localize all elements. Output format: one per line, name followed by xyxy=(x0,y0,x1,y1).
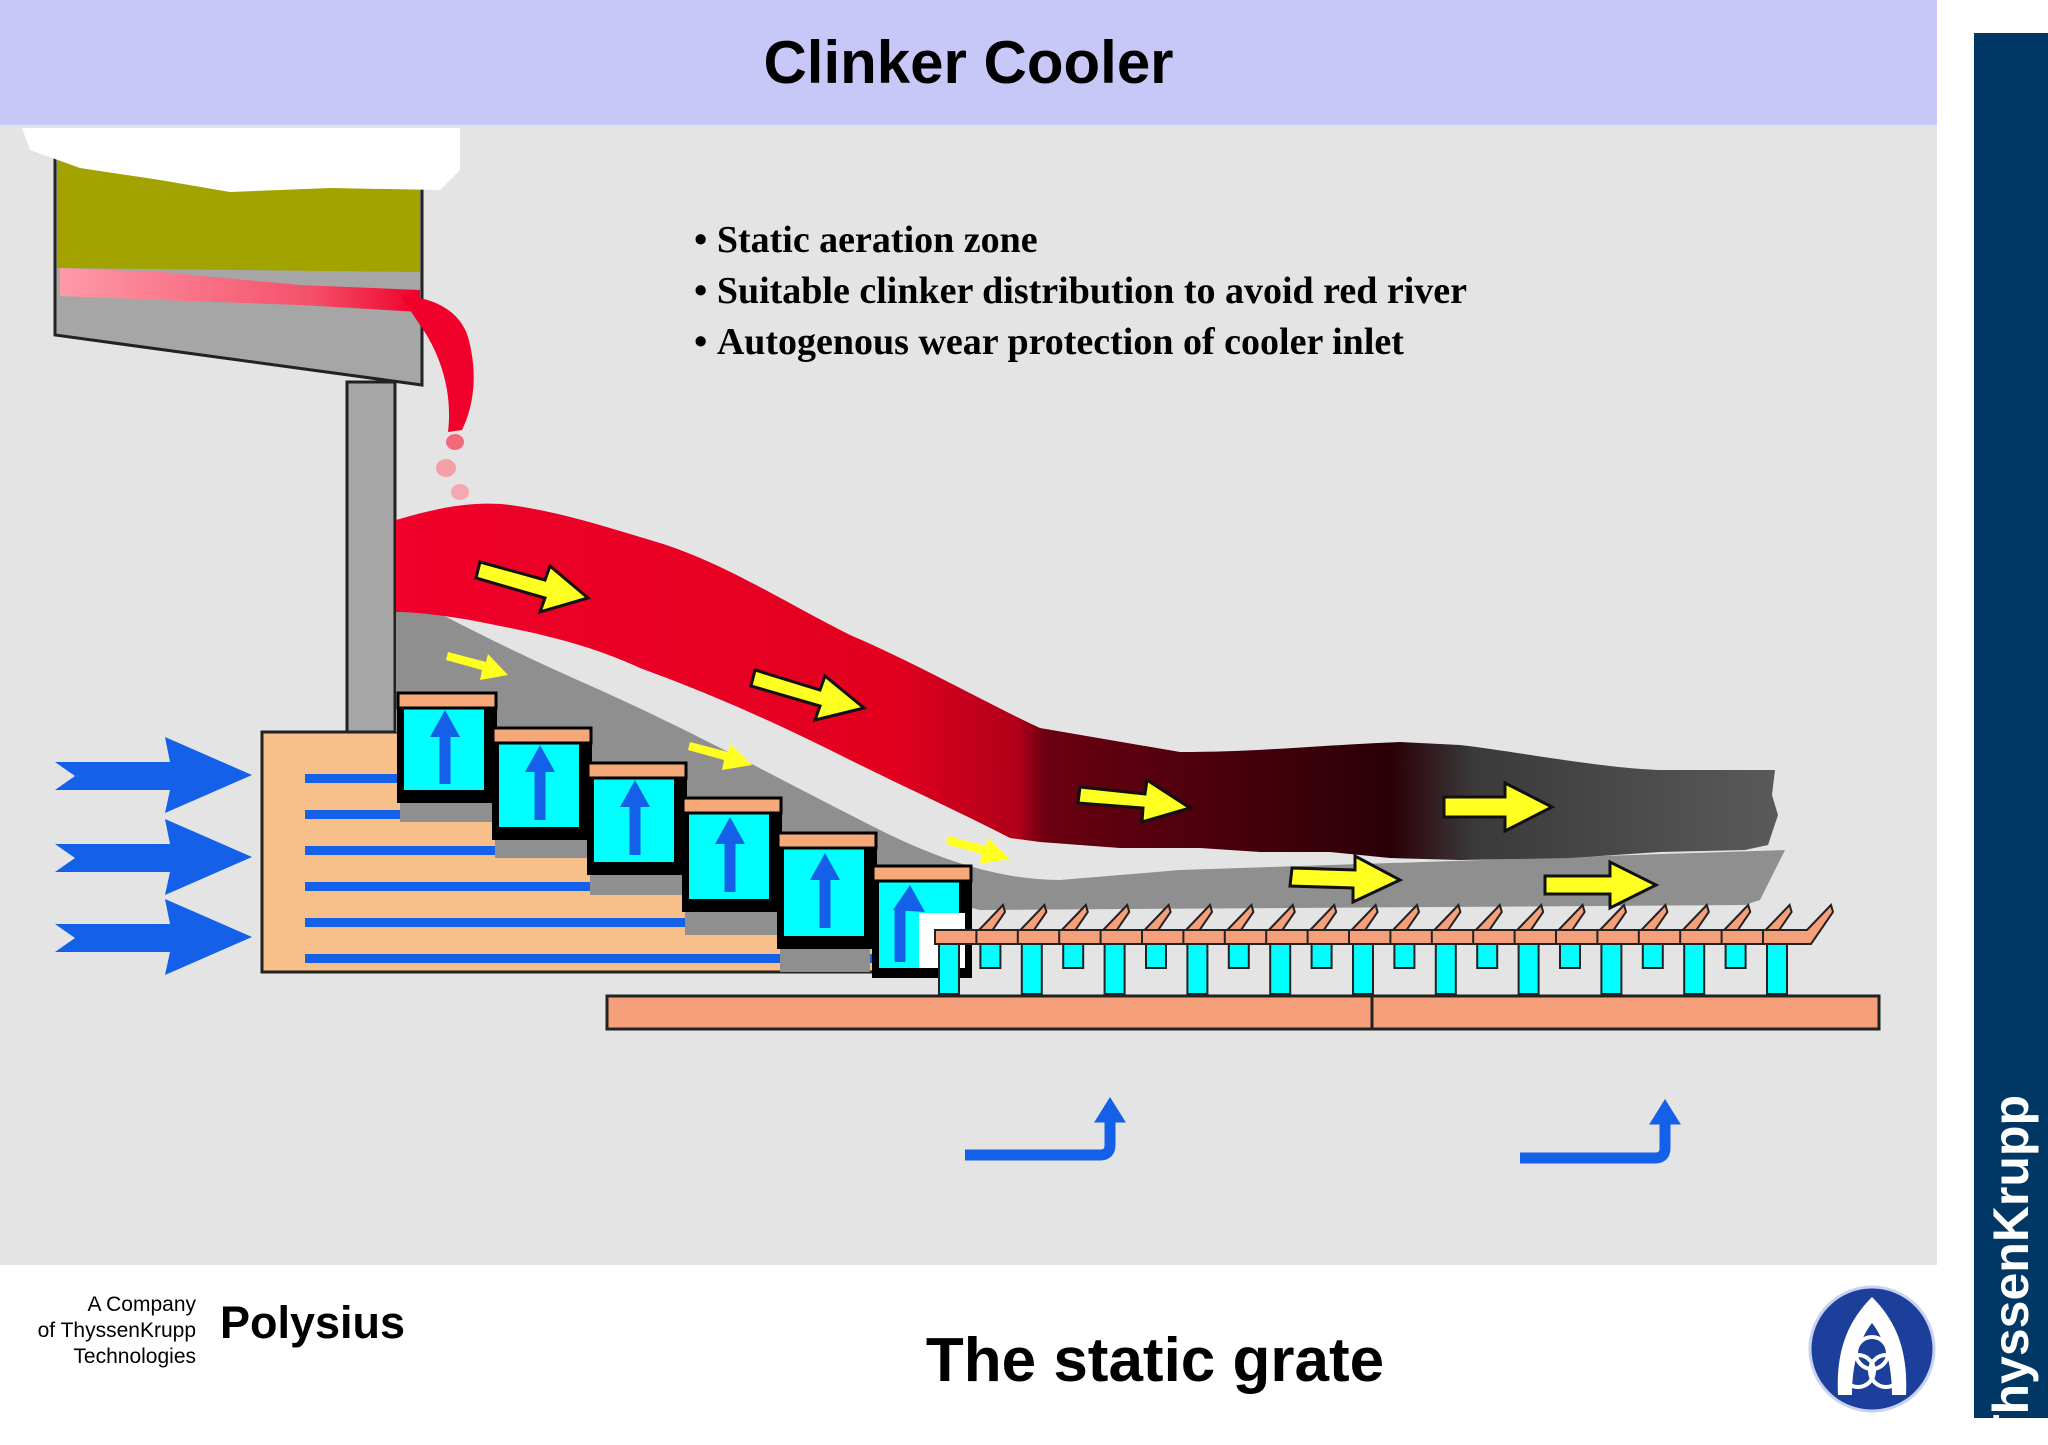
clinker-flow-arrow-icon xyxy=(446,652,508,680)
clinker-flow-arrow-icon xyxy=(1288,853,1404,905)
bullet-item: Static aeration zone xyxy=(694,215,1467,266)
bullet-item: Suitable clinker distribution to avoid r… xyxy=(694,266,1467,317)
side-brand-text: ThyssenKrupp xyxy=(1983,1094,2039,1445)
bottom-air-arrows xyxy=(965,1097,1681,1164)
clinker-flow-arrow-icon xyxy=(474,560,592,615)
aeration-blocks xyxy=(396,691,973,978)
falling-clinker xyxy=(400,295,474,500)
hot-clinker-bed xyxy=(396,503,1778,860)
company-line: A Company xyxy=(87,1293,196,1316)
page-title: Clinker Cooler xyxy=(763,29,1174,96)
brand-side-bar xyxy=(1974,33,2048,1418)
air-inlet-arrows xyxy=(55,737,252,975)
grate-plates xyxy=(934,903,1835,995)
company-line: of ThyssenKrupp xyxy=(37,1319,196,1342)
clinker-flow-arrows xyxy=(446,560,1660,911)
polysius-brand: Polysius xyxy=(220,1297,406,1348)
aeration-block xyxy=(491,726,593,840)
clinker-flow-arrow-icon xyxy=(1543,859,1660,911)
kiln-hot-lining xyxy=(60,268,420,312)
clinker-flow-arrow-icon xyxy=(1076,777,1194,825)
thyssenkrupp-logo-icon xyxy=(1808,1285,1936,1413)
air-inlet-arrow-icon xyxy=(55,819,252,895)
air-inlet-arrow-icon xyxy=(55,899,252,975)
grate-plate xyxy=(1762,903,1835,995)
clinker-flow-arrow-icon xyxy=(749,668,868,723)
feature-bullet-list: Static aeration zone Suitable clinker di… xyxy=(694,215,1467,368)
air-up-arrow-icon xyxy=(965,1120,1116,1161)
kiln-outlet xyxy=(22,128,460,387)
clinker-flow-arrow-icon xyxy=(1442,780,1556,834)
slide-subtitle: The static grate xyxy=(925,1326,1385,1395)
aeration-block xyxy=(586,761,688,875)
bullet-item: Autogenous wear protection of cooler inl… xyxy=(694,317,1467,368)
air-up-arrow-icon xyxy=(1520,1122,1671,1164)
clinker-flow-arrow-icon xyxy=(688,742,752,770)
clinker-cooler-diagram xyxy=(22,128,1881,1164)
aeration-block xyxy=(776,831,878,949)
company-tagline: A Company of ThyssenKrupp Technologies xyxy=(38,1292,196,1370)
aeration-block xyxy=(681,796,783,912)
back-wall xyxy=(345,380,397,734)
aeration-block xyxy=(396,691,498,803)
kiln-cut-edge xyxy=(22,128,460,192)
company-line: Technologies xyxy=(73,1345,196,1368)
title-band: Clinker Cooler xyxy=(0,0,1937,125)
clinker-flow-arrow-icon xyxy=(946,836,1010,864)
aeration-block xyxy=(871,864,973,978)
air-inlet-arrow-icon xyxy=(55,737,252,813)
base-beam xyxy=(605,994,1881,1031)
